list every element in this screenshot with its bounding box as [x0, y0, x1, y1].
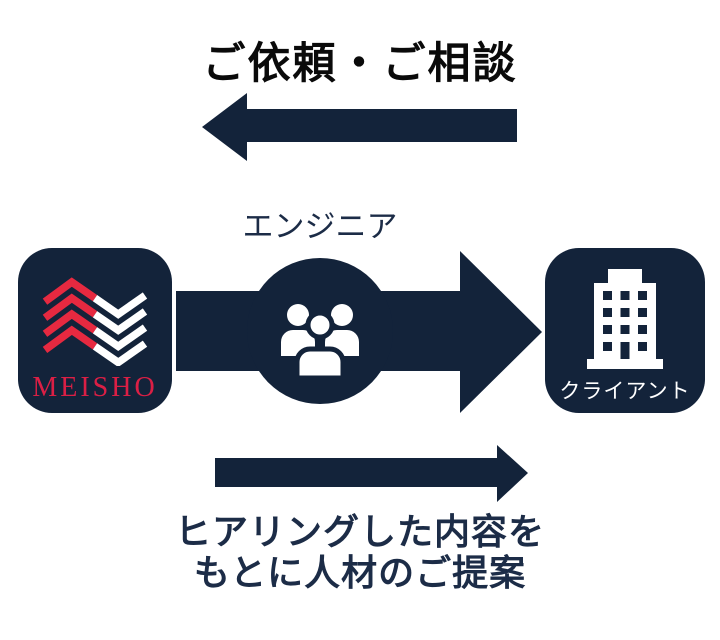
- proposal-flow-label-line1: ヒアリングした内容を: [174, 511, 545, 552]
- engineer-label: エンジニア: [242, 209, 398, 244]
- client-label: クライアント: [559, 380, 691, 403]
- meisho-brand-label: MEISHO: [32, 372, 158, 403]
- engineer-circle: [247, 258, 393, 404]
- meisho-chevrons-icon: [42, 277, 148, 366]
- right-arrow-icon: [215, 445, 528, 502]
- building-icon: [587, 269, 663, 369]
- engineers-group-icon: [281, 304, 359, 378]
- right-arrowhead-icon: [460, 251, 542, 413]
- client-card: クライアント: [545, 248, 705, 413]
- left-arrow-icon: [202, 93, 517, 161]
- proposal-flow-label-line2: もとに人材のご提案: [193, 552, 527, 593]
- proposal-flow-label: ヒアリングした内容を もとに人材のご提案: [0, 511, 720, 593]
- request-flow-label: ご依頼・ご相談: [202, 40, 518, 88]
- meisho-card: MEISHO: [18, 248, 172, 413]
